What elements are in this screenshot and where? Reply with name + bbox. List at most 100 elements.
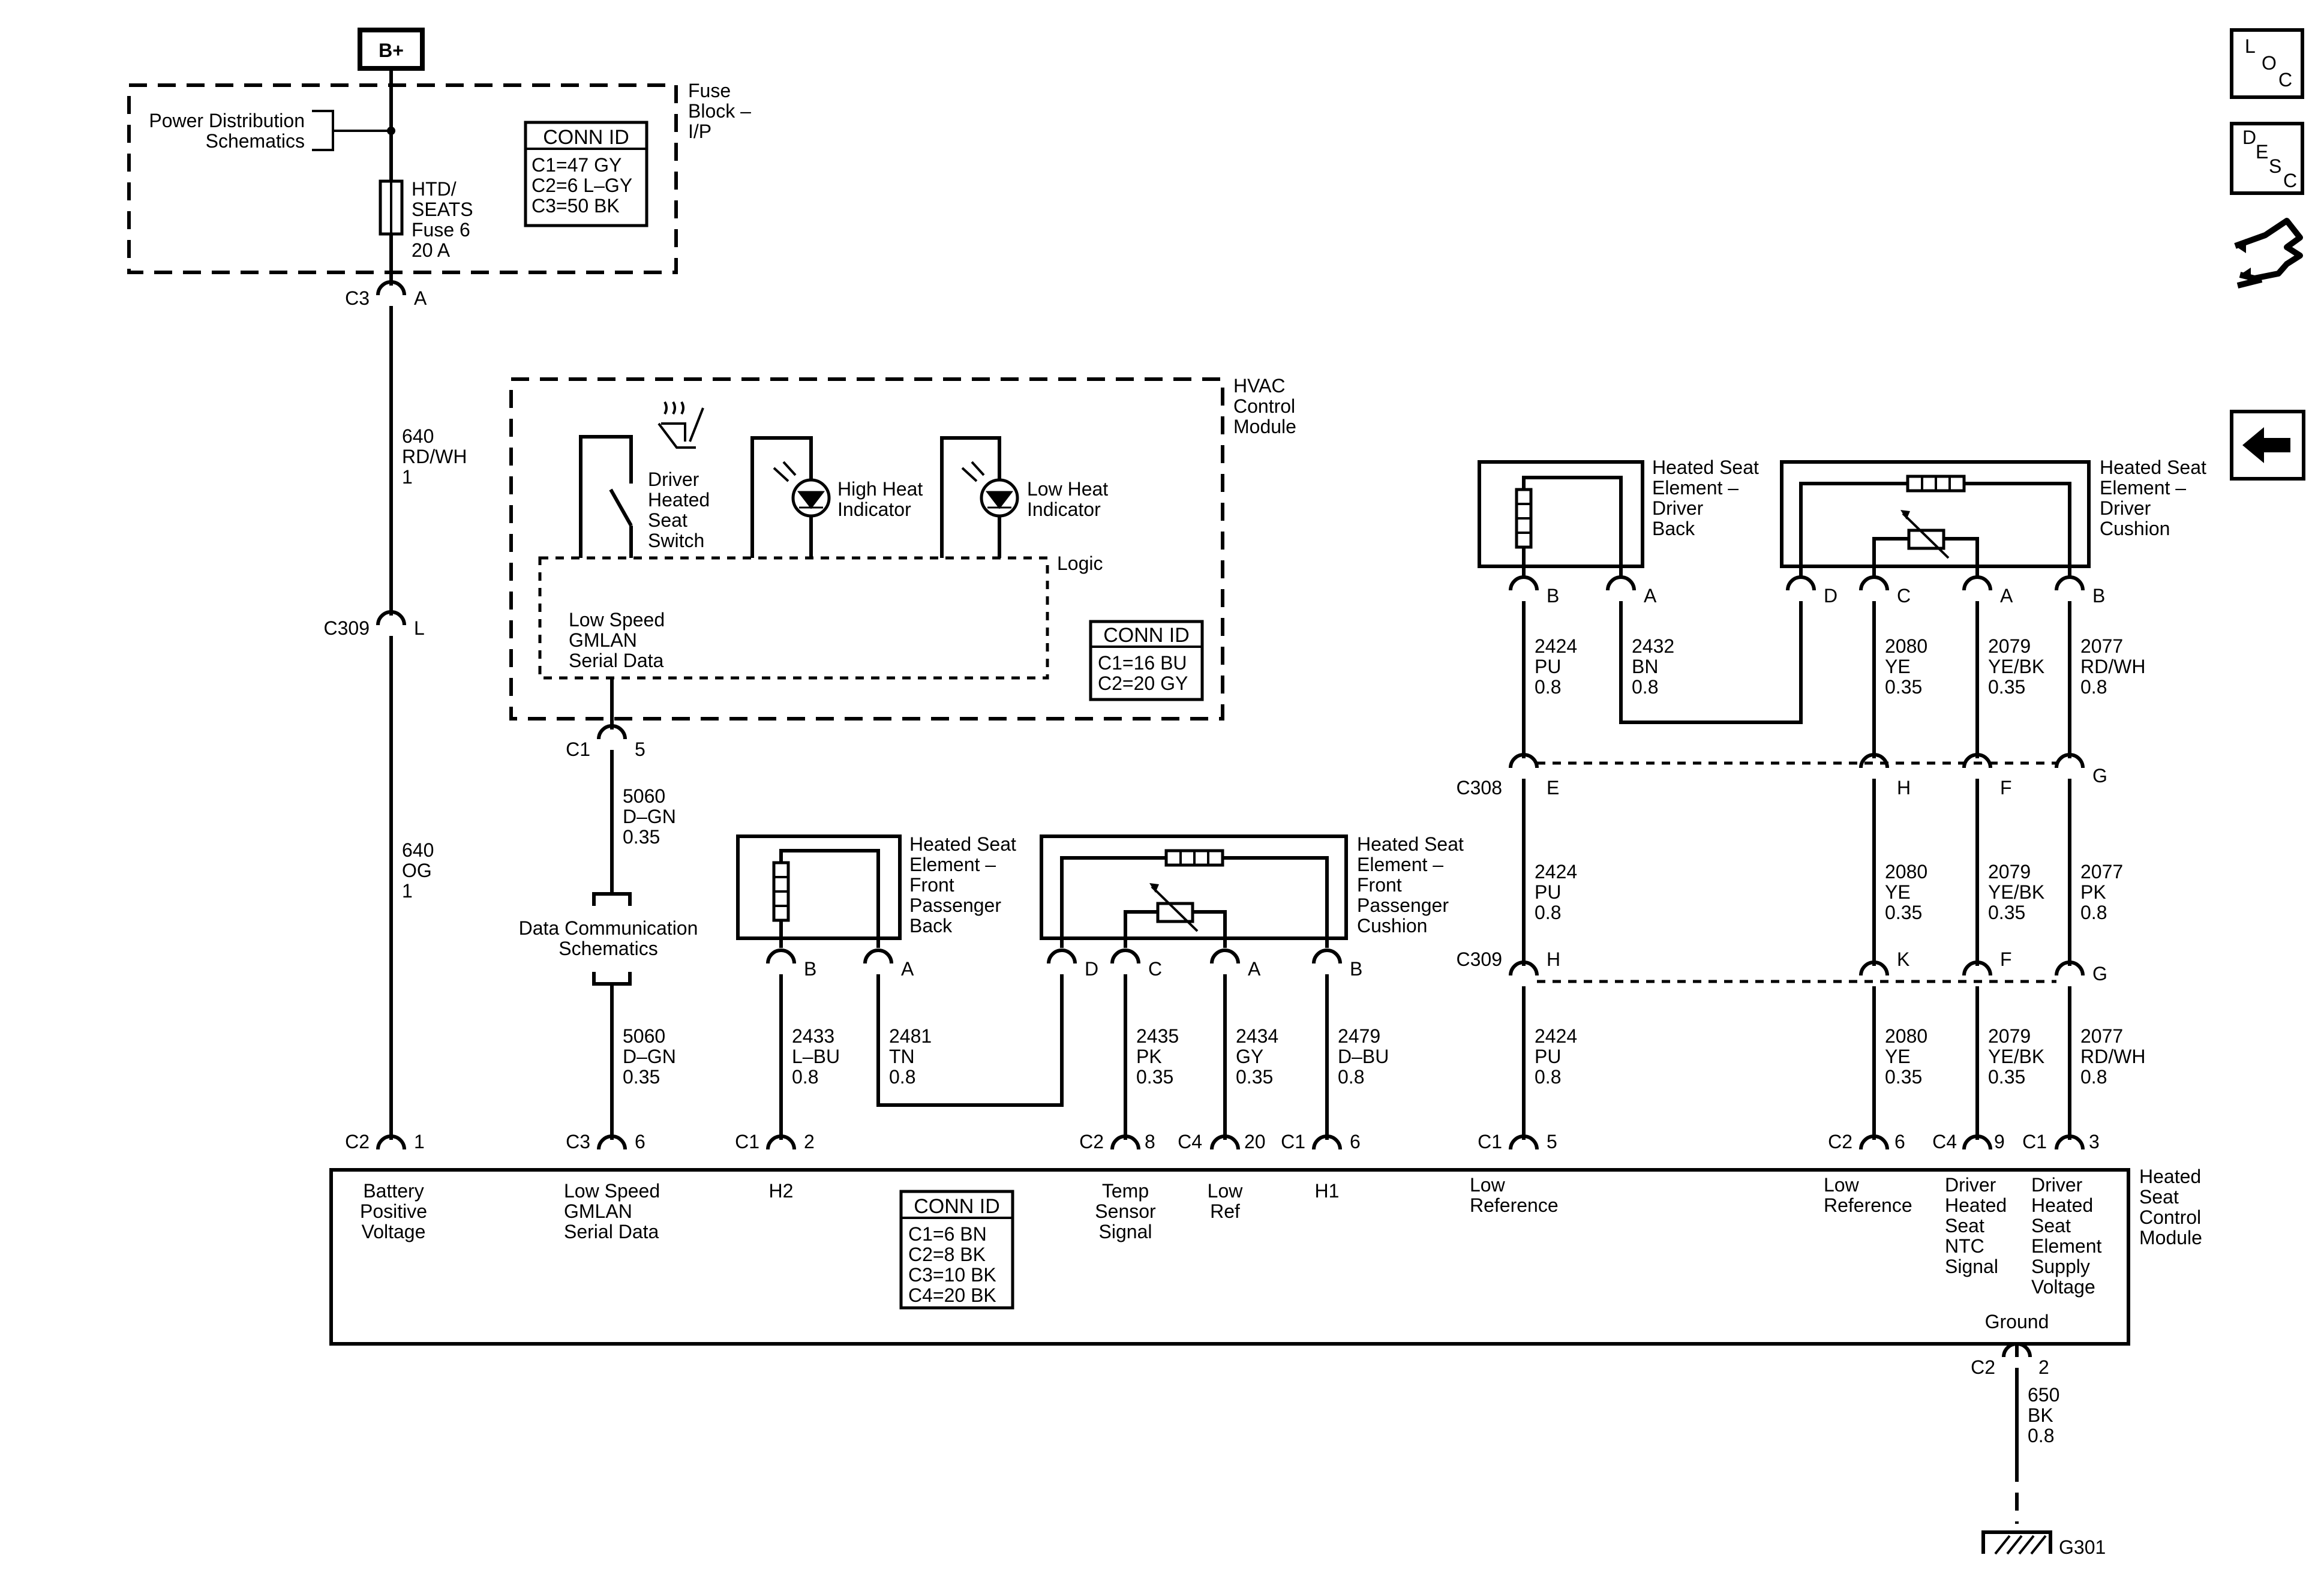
connector-c309-l: C309 L	[324, 612, 425, 639]
svg-text:C4: C4	[1932, 1131, 1957, 1152]
svg-text:2424: 2424	[1535, 1025, 1577, 1047]
driver-cushion-pin-c: C	[1897, 585, 1911, 607]
data-communication-splice: Data Communication Schematics	[519, 892, 698, 986]
wire-2424-mid: 2424 PU 0.8	[1535, 861, 1577, 923]
svg-text:Cushion: Cushion	[2100, 518, 2170, 539]
driver-back-pin-b: B	[1547, 585, 1559, 607]
svg-text:C1=47 GY: C1=47 GY	[532, 154, 621, 176]
svg-text:20: 20	[1244, 1131, 1266, 1152]
svg-text:Low Speed: Low Speed	[564, 1180, 660, 1202]
svg-text:GMLAN: GMLAN	[569, 629, 637, 651]
svg-text:Heated Seat: Heated Seat	[1652, 457, 1759, 478]
svg-text:YE: YE	[1885, 881, 1911, 903]
svg-text:0.8: 0.8	[2080, 1066, 2107, 1088]
svg-text:6: 6	[635, 1131, 645, 1152]
desc-icon[interactable]: D E S C	[2230, 122, 2304, 195]
wire-2435: 2435 PK 0.35	[1136, 1025, 1179, 1088]
logic-block	[538, 556, 1049, 680]
wire-2080-top: 2080 YE 0.35	[1885, 635, 1927, 698]
svg-text:H: H	[1547, 948, 1560, 970]
svg-text:2435: 2435	[1136, 1025, 1179, 1047]
svg-text:5: 5	[1547, 1131, 1557, 1152]
hvac-module-title: HVAC Control Module	[1233, 375, 1296, 437]
svg-text:C3=10 BK: C3=10 BK	[908, 1264, 996, 1286]
svg-text:YE: YE	[1885, 1046, 1911, 1067]
svg-text:0.8: 0.8	[1632, 676, 1658, 698]
svg-text:L–BU: L–BU	[792, 1046, 840, 1067]
module-pin-supply-voltage: C1 3 Driver Heated Seat Element Supply V…	[2022, 1131, 2101, 1298]
svg-text:Heated: Heated	[1945, 1194, 2007, 1216]
svg-text:Reference: Reference	[1824, 1194, 1912, 1216]
ground-connector-c2-2: C2 2	[1971, 1344, 2049, 1378]
svg-text:2433: 2433	[792, 1025, 834, 1047]
svg-text:Seat: Seat	[648, 509, 687, 531]
wire-2433: 2433 L–BU 0.8	[792, 1025, 840, 1088]
heated-seat-element-front-passenger-back: Heated Seat Element – Front Passenger Ba…	[736, 833, 1016, 948]
svg-text:Low Heat: Low Heat	[1027, 478, 1108, 500]
fuse-block-title: Fuse Block – I/P	[688, 80, 751, 142]
wire-2434: 2434 GY 0.35	[1236, 1025, 1278, 1088]
svg-text:OG: OG	[402, 860, 432, 881]
connector-c308: C308 E H F G	[1457, 755, 2107, 798]
pass-back-pin-b: B	[804, 958, 816, 980]
svg-text:Data Communication: Data Communication	[519, 917, 698, 939]
svg-text:C1=16 BU: C1=16 BU	[1098, 652, 1187, 674]
svg-text:8: 8	[1145, 1131, 1155, 1152]
svg-text:G301: G301	[2059, 1536, 2106, 1558]
fuse-block-conn-id: CONN ID C1=47 GY C2=6 L–GY C3=50 BK	[524, 121, 648, 227]
svg-text:Cushion: Cushion	[1357, 915, 1427, 936]
svg-text:Low: Low	[1208, 1180, 1244, 1202]
svg-text:6: 6	[1894, 1131, 1905, 1152]
connector-tool-icon[interactable]	[2234, 218, 2303, 289]
svg-text:Signal: Signal	[1945, 1256, 1998, 1277]
pass-cushion-pin-b: B	[1350, 958, 1362, 980]
svg-text:0.8: 0.8	[792, 1066, 818, 1088]
svg-text:2479: 2479	[1338, 1025, 1380, 1047]
svg-text:0.8: 0.8	[1535, 676, 1561, 698]
svg-text:C2: C2	[1828, 1131, 1852, 1152]
svg-text:Driver: Driver	[1652, 497, 1704, 519]
svg-text:Voltage: Voltage	[362, 1221, 426, 1242]
wire-5060-upper: 5060 D–GN 0.35	[623, 785, 676, 848]
low-heat-indicator: Low Heat Indicator	[940, 436, 1108, 558]
svg-text:B+: B+	[379, 40, 404, 61]
svg-text:BN: BN	[1632, 656, 1658, 677]
wire-2079-top: 2079 YE/BK 0.35	[1988, 635, 2044, 698]
svg-text:0.8: 0.8	[889, 1066, 915, 1088]
svg-text:2424: 2424	[1535, 635, 1577, 657]
svg-text:0.35: 0.35	[1236, 1066, 1273, 1088]
back-arrow-icon[interactable]	[2230, 410, 2305, 481]
svg-text:Supply: Supply	[2031, 1256, 2090, 1277]
svg-text:H1: H1	[1315, 1180, 1340, 1202]
svg-text:Passenger: Passenger	[1357, 894, 1449, 916]
svg-text:Serial Data: Serial Data	[564, 1221, 659, 1242]
svg-text:C1=6 BN: C1=6 BN	[908, 1223, 987, 1245]
hvac-conn-id: CONN ID C1=16 BU C2=20 GY	[1089, 620, 1204, 701]
svg-text:2077: 2077	[2080, 861, 2123, 882]
high-heat-indicator: High Heat Indicator	[750, 436, 923, 558]
svg-text:Heated: Heated	[2139, 1166, 2201, 1187]
loc-icon[interactable]: L O C	[2230, 28, 2304, 99]
svg-text:C308: C308	[1457, 777, 1503, 798]
svg-text:D–GN: D–GN	[623, 1046, 676, 1067]
ground-g301-icon: G301	[1981, 1530, 2106, 1558]
heated-seat-control-module	[329, 1168, 2130, 1346]
svg-text:2080: 2080	[1885, 635, 1927, 657]
connector-c309-driver: C309 H K F G	[1457, 948, 2107, 984]
svg-text:C: C	[2283, 170, 2297, 191]
svg-text:Module: Module	[1233, 416, 1296, 437]
svg-text:Schematics: Schematics	[206, 130, 305, 152]
wire-640-rd-wh: 640 RD/WH 1	[402, 425, 467, 488]
svg-text:CONN ID: CONN ID	[543, 126, 629, 149]
svg-text:E: E	[1547, 777, 1559, 798]
svg-text:CONN ID: CONN ID	[1103, 624, 1190, 647]
svg-text:Control: Control	[2139, 1206, 2201, 1228]
svg-text:0.35: 0.35	[1988, 676, 2025, 698]
svg-text:YE/BK: YE/BK	[1988, 1046, 2044, 1067]
module-pin-h1: C1 6 H1	[1281, 1131, 1361, 1202]
svg-text:Driver: Driver	[2100, 497, 2151, 519]
wire-2479: 2479 D–BU 0.8	[1338, 1025, 1389, 1088]
ground-label: Ground	[1985, 1311, 2049, 1332]
heated-seat-element-driver-cushion: Heated Seat Element – Driver Cushion	[1780, 457, 2206, 576]
svg-text:SEATS: SEATS	[412, 199, 473, 220]
